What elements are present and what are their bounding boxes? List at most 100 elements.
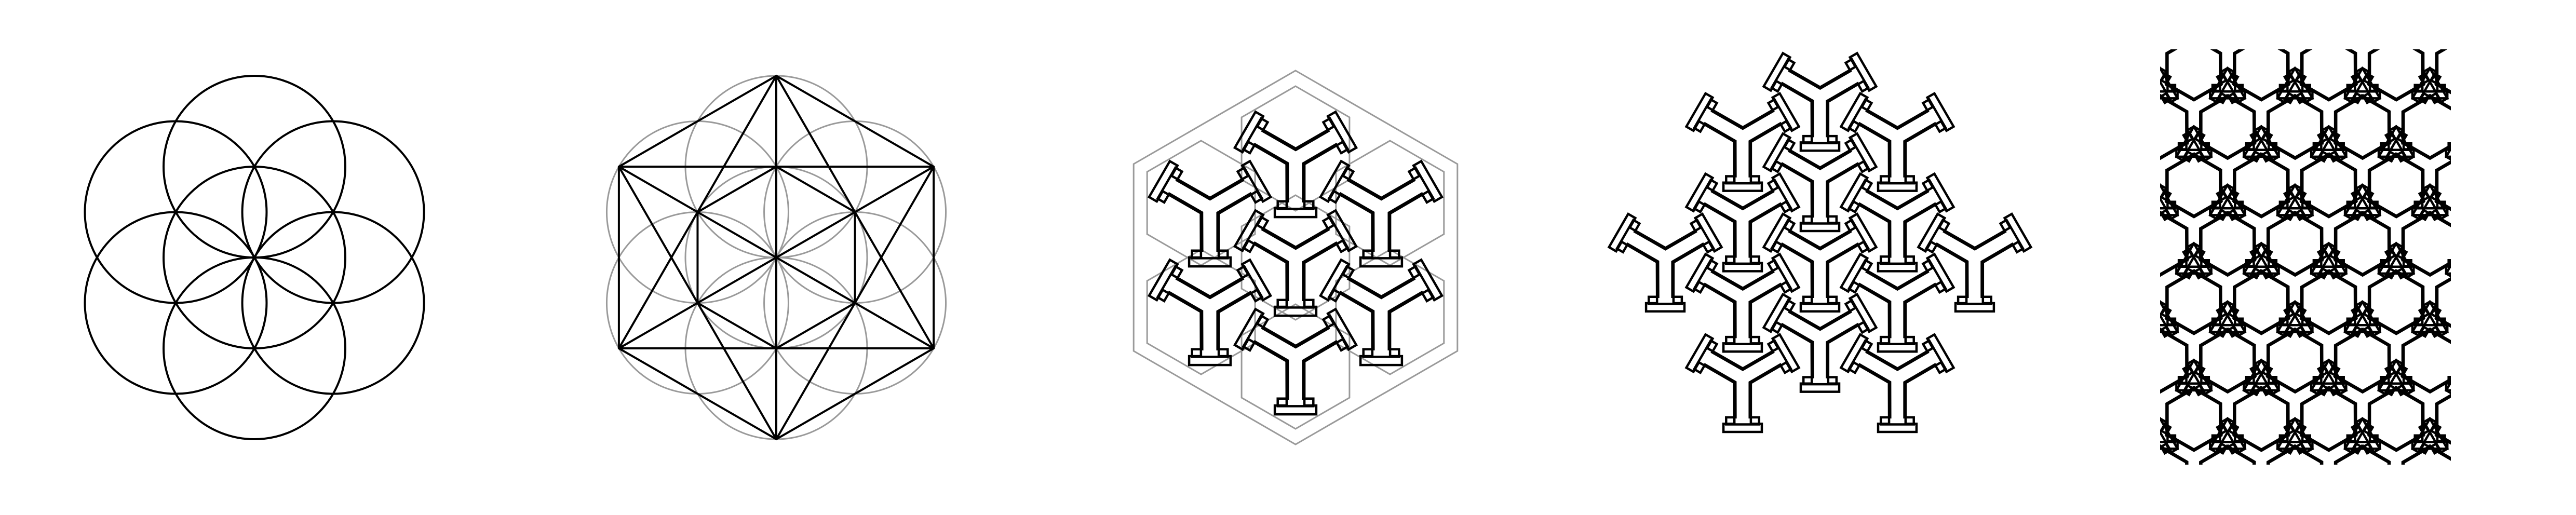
y-motif	[2480, 418, 2576, 507]
lattice-line	[618, 166, 699, 304]
y-motif-inner	[1692, 338, 1793, 426]
guide-hexagon	[1240, 194, 1351, 321]
y-motif	[2377, 125, 2451, 216]
y-motif-inner	[2048, 132, 2137, 208]
guide-hexagon	[1146, 249, 1256, 375]
y-motif	[2343, 300, 2449, 392]
y-motif	[2377, 358, 2451, 450]
y-motif	[1318, 159, 1444, 268]
y-motif	[2444, 380, 2451, 395]
y-motif	[2276, 183, 2382, 275]
y-motif-inner	[2160, 188, 2240, 268]
y-motif-inner	[2283, 72, 2375, 151]
y-motif-inner	[2160, 422, 2240, 465]
lattice-line	[775, 75, 856, 213]
y-motif-inner	[2350, 422, 2442, 465]
y-motif-inner	[1327, 166, 1435, 260]
y-motif-inner	[2216, 188, 2307, 268]
y-motif	[1233, 307, 1358, 416]
y-motif	[2410, 417, 2451, 461]
y-motif-inner	[2182, 247, 2273, 327]
y-motif	[2160, 125, 2213, 216]
y-motif-inner	[2048, 249, 2137, 325]
y-motif	[2276, 49, 2314, 100]
y-motif-inner	[2350, 188, 2442, 268]
y-motif-inner	[2453, 132, 2542, 208]
y-motif-inner	[1242, 314, 1350, 408]
y-motif-inner	[2316, 247, 2408, 327]
y-motif-inner	[2420, 0, 2508, 33]
y-motif-inner	[2346, 49, 2379, 93]
y-motif	[1147, 159, 1273, 268]
y-motif	[2377, 241, 2451, 333]
y-motif	[1684, 91, 1801, 192]
y-motif-inner	[1615, 218, 1716, 305]
y-motif-inner	[2216, 422, 2307, 465]
y-motif-inner	[2453, 365, 2542, 442]
y-motif	[2310, 125, 2416, 216]
y-motif-inner	[2249, 364, 2341, 443]
panel-overlapping-tiles	[1132, 70, 1459, 445]
y-motif	[2242, 241, 2348, 333]
lattice-line	[854, 211, 935, 349]
y-motif	[2343, 49, 2381, 100]
y-motif	[2480, 0, 2576, 40]
y-motif	[2480, 185, 2576, 274]
y-motif	[1762, 292, 1878, 393]
y-motif-inner	[1847, 259, 1948, 345]
y-motif	[2160, 300, 2247, 392]
y-motif-inner	[1924, 218, 2025, 305]
y-motif-inner	[2160, 247, 2206, 327]
guide-hexagon	[1240, 85, 1351, 212]
y-motif-inner	[1847, 178, 1948, 265]
y-motif-inner	[2160, 364, 2206, 443]
y-motif	[2210, 0, 2312, 40]
y-motif	[2160, 183, 2247, 275]
y-motif-inner	[2487, 307, 2575, 384]
y-motif	[1762, 51, 1878, 152]
y-motif	[1684, 172, 1801, 273]
lattice-line	[618, 211, 699, 349]
y-motif-inner	[2160, 305, 2240, 385]
y-motif	[2160, 300, 2179, 337]
y-motif	[1917, 212, 2033, 313]
y-motif	[1318, 258, 1444, 367]
outer-guide-hexagon	[1132, 70, 1459, 445]
y-motif-inner	[1770, 299, 1870, 386]
y-motif	[2410, 300, 2451, 392]
y-motif-inner	[2487, 424, 2575, 500]
y-motif-inner	[2384, 247, 2451, 327]
y-motif	[2276, 417, 2382, 465]
y-motif	[2160, 417, 2247, 465]
y-motif	[2160, 358, 2213, 450]
y-motif-inner	[2211, 49, 2244, 93]
y-motif-inner	[2150, 0, 2238, 33]
y-motif-inner	[2283, 305, 2375, 385]
y-motif	[1762, 132, 1878, 233]
y-motif-inner	[2249, 130, 2341, 210]
y-motif	[2160, 183, 2179, 221]
y-motif-inner	[2418, 305, 2451, 385]
y-motif-inner	[2316, 130, 2408, 210]
y-motif-inner	[2160, 430, 2172, 455]
y-motif-inner	[1770, 138, 1870, 225]
y-motif	[1839, 252, 1955, 353]
y-motif-inner	[2278, 49, 2311, 93]
y-motif-inner	[1156, 166, 1264, 260]
y-motif-inner	[2487, 191, 2575, 267]
y-motif-inner	[2048, 15, 2137, 91]
panel-hexagon-construction	[605, 74, 947, 441]
y-motif-inner	[2217, 0, 2305, 33]
y-motif	[2160, 66, 2179, 104]
y-motif	[2242, 125, 2348, 216]
y-motif	[1839, 172, 1955, 273]
y-motif-inner	[2418, 422, 2451, 460]
y-motif	[2412, 0, 2515, 40]
y-motif-inner	[2384, 130, 2451, 210]
y-motif-inner	[1327, 265, 1435, 358]
lattice-line	[696, 302, 777, 440]
y-motif-inner	[2384, 364, 2451, 443]
y-motif	[2276, 300, 2382, 392]
inner-edge	[697, 302, 777, 349]
